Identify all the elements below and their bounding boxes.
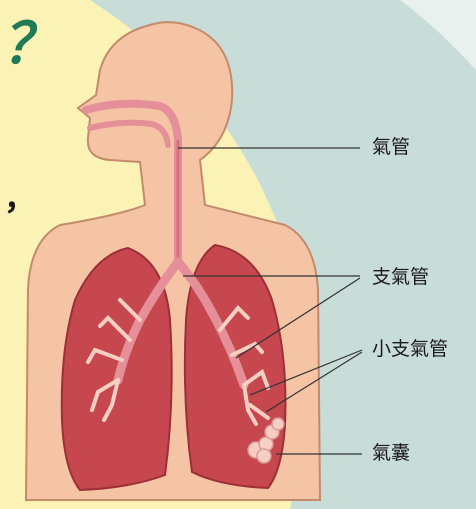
- title-question-mark: ？: [2, 16, 58, 72]
- label-bronchus: 支氣管: [372, 268, 429, 287]
- label-trachea: 氣管: [372, 138, 410, 157]
- label-alveoli: 氣囊: [372, 444, 410, 463]
- comma-mark: ，: [4, 182, 36, 214]
- label-bronchiole: 小支氣管: [372, 340, 448, 359]
